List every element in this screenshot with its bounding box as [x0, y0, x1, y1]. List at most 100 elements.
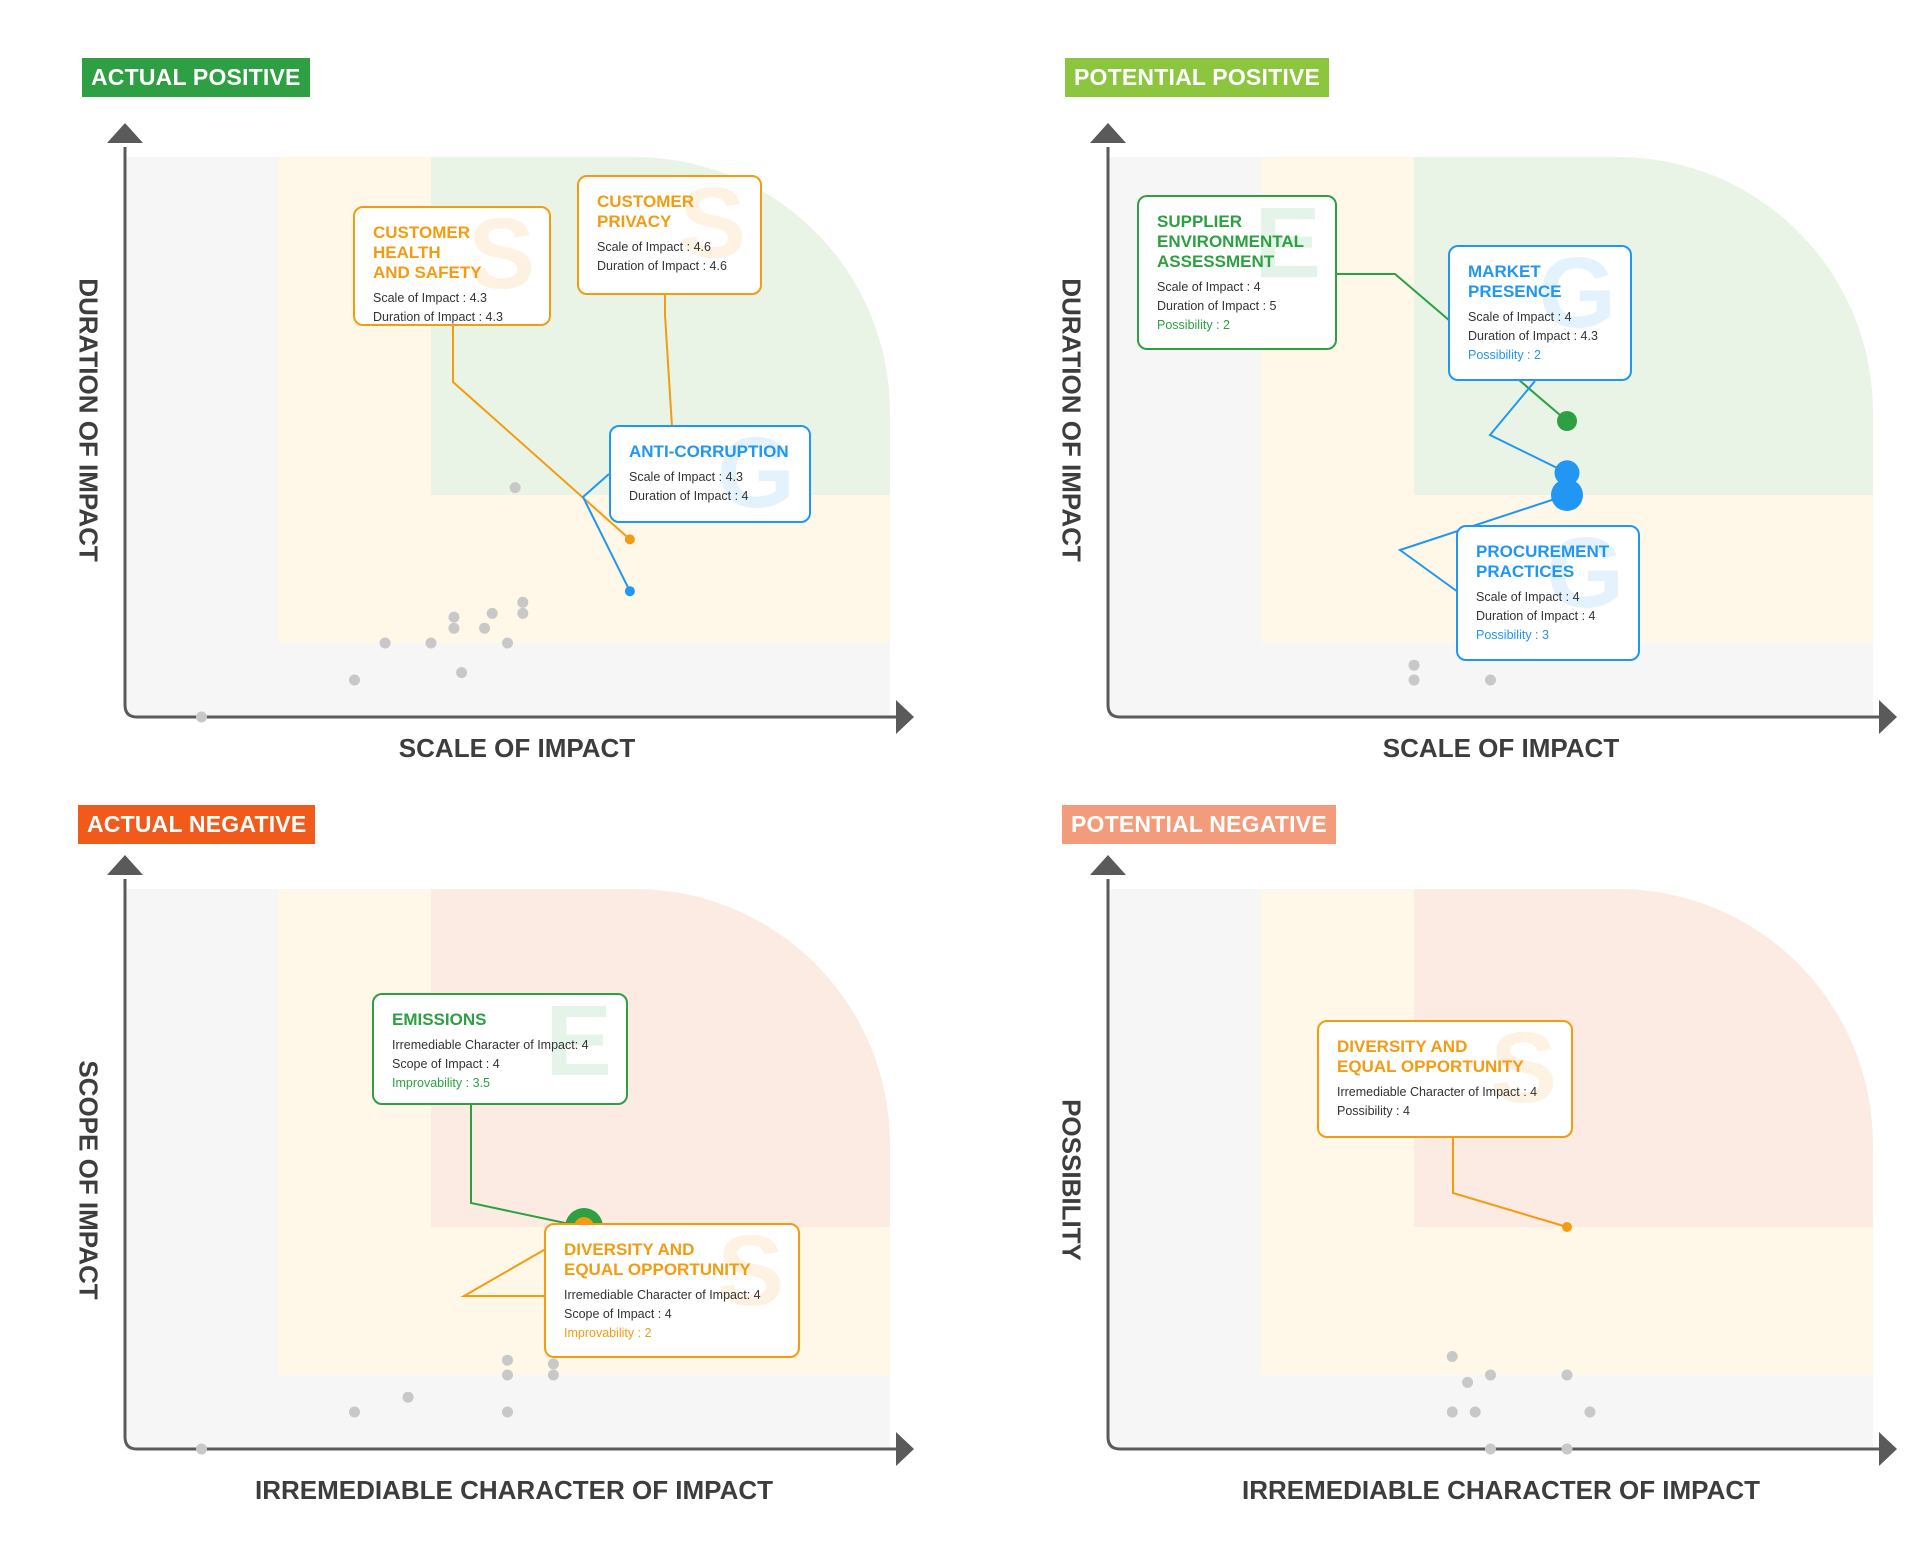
callout-title: EMISSIONS	[392, 1010, 487, 1029]
callout-leader	[470, 1105, 585, 1228]
x-axis-arrow	[1879, 1432, 1897, 1466]
callout-line: Scale of Impact : 4	[1157, 280, 1261, 294]
data-point	[502, 1369, 513, 1381]
y-axis-arrow	[1090, 123, 1126, 143]
chart-title-badge: ACTUAL NEGATIVE	[78, 805, 316, 844]
axis-line	[1106, 147, 1881, 719]
callout-line: Duration of Impact : 4.3	[1468, 329, 1598, 343]
x-axis-arrow	[1879, 700, 1897, 734]
data-point	[349, 674, 360, 686]
data-point	[1485, 674, 1496, 686]
chart-svg	[1090, 123, 1897, 734]
callout-line: Scope of Impact : 4	[392, 1057, 500, 1071]
y-axis-arrow	[1090, 855, 1126, 875]
category-watermark: G	[717, 425, 795, 523]
chart-svg	[107, 123, 914, 734]
callout-line-highlight: Possibility : 3	[1476, 628, 1549, 642]
zone-high	[1414, 889, 1873, 1227]
data-point	[502, 637, 513, 649]
callout-line: Scale of Impact : 4	[1476, 590, 1580, 604]
callout-line: Duration of Impact : 4	[629, 489, 749, 503]
highlight-point	[624, 586, 635, 597]
chart-potential-negative: POTENTIAL NEGATIVE POSSIBILITY IRREMEDIA…	[961, 780, 1921, 1560]
y-axis-label: POSSIBILITY	[1056, 1099, 1087, 1261]
category-watermark: S	[679, 175, 746, 279]
y-axis-label: DURATION OF IMPACT	[1056, 278, 1087, 562]
data-point	[517, 607, 529, 619]
data-point	[486, 607, 498, 619]
data-point	[502, 1354, 513, 1366]
callout-leader	[452, 326, 631, 541]
x-axis-label: IRREMEDIABLE CHARACTER OF IMPACT	[254, 1475, 774, 1505]
data-point	[425, 637, 437, 649]
data-point	[196, 711, 207, 723]
highlight-point	[1551, 479, 1583, 511]
chart-title-badge: POTENTIAL POSITIVE	[1065, 58, 1329, 97]
zone-corner-mask	[1618, 155, 1875, 412]
callout-customer-privacy[interactable]: S CUSTOMER PRIVACY Scale of Impact : 4.6…	[577, 175, 762, 295]
callout-supplier-environmental-assessment[interactable]: E SUPPLIER ENVIRONMENTAL ASSESSMENT Scal…	[1137, 195, 1337, 350]
callout-line-highlight: Improvability : 3.5	[392, 1076, 490, 1090]
category-watermark: S	[1490, 1020, 1557, 1124]
callout-line: Duration of Impact : 4	[1476, 609, 1596, 623]
data-point	[379, 637, 391, 649]
callout-leader	[1488, 380, 1568, 474]
category-watermark: G	[1546, 525, 1624, 629]
callout-leader	[1452, 1138, 1568, 1228]
callout-line-highlight: Improvability : 2	[564, 1326, 652, 1340]
axis-line	[1106, 879, 1881, 1451]
zone-high	[1414, 157, 1873, 495]
data-point	[479, 622, 491, 634]
callout-anti-corruption[interactable]: G ANTI-CORRUPTION Scale of Impact : 4.3 …	[609, 425, 811, 523]
data-point	[1408, 659, 1420, 671]
callout-diversity-and-equal-opportunity[interactable]: S DIVERSITY AND EQUAL OPPORTUNITY Irreme…	[544, 1223, 800, 1358]
chart-actual-positive: ACTUAL POSITIVE DURATION OF IMPACT SCALE…	[0, 0, 960, 780]
callout-title: CUSTOMER HEALTH AND SAFETY	[373, 223, 482, 282]
y-axis-arrow	[107, 855, 143, 875]
chart-potential-positive: POTENTIAL POSITIVE DURATION OF IMPACT SC…	[961, 0, 1921, 780]
callout-title: ANTI-CORRUPTION	[629, 442, 789, 461]
callout-line: Scale of Impact : 4.3	[373, 291, 487, 305]
callout-title: DIVERSITY AND EQUAL OPPORTUNITY	[564, 1240, 751, 1279]
highlight-point	[1557, 411, 1577, 431]
callout-emissions[interactable]: E EMISSIONS Irremediable Character of Im…	[372, 993, 628, 1105]
data-point	[448, 611, 460, 623]
callout-line: Possibility : 4	[1337, 1104, 1410, 1118]
callout-customer-health-and-safety[interactable]: S CUSTOMER HEALTH AND SAFETY Scale of Im…	[353, 206, 551, 326]
axis-line	[123, 879, 898, 1451]
callout-line: Scale of Impact : 4.3	[629, 470, 743, 484]
zone-high	[431, 889, 890, 1227]
data-point	[509, 482, 521, 494]
callout-line: Irremediable Character of Impact: 4	[392, 1038, 589, 1052]
data-point	[1462, 1376, 1474, 1388]
x-axis-arrow	[896, 700, 914, 734]
callout-leader	[581, 473, 631, 592]
callout-market-presence[interactable]: G MARKET PRESENCE Scale of Impact : 4 Du…	[1448, 245, 1632, 381]
callout-title: CUSTOMER PRIVACY	[597, 192, 694, 231]
x-axis-arrow	[896, 1432, 914, 1466]
data-point	[349, 1406, 360, 1418]
data-point	[1469, 1406, 1481, 1418]
axis-line	[123, 147, 898, 719]
y-axis-arrow	[107, 123, 143, 143]
callout-procurement-practices[interactable]: G PROCUREMENT PRACTICES Scale of Impact …	[1456, 525, 1640, 661]
callout-diversity-and-equal-opportunity[interactable]: S DIVERSITY AND EQUAL OPPORTUNITY Irreme…	[1317, 1020, 1573, 1138]
x-axis-label: IRREMEDIABLE CHARACTER OF IMPACT	[1241, 1475, 1761, 1505]
highlight-point	[624, 534, 635, 545]
chart-title-badge: ACTUAL POSITIVE	[82, 58, 310, 97]
category-watermark: S	[717, 1223, 784, 1327]
callout-line: Irremediable Character of Impact : 4	[1337, 1085, 1538, 1099]
data-point	[502, 1406, 513, 1418]
data-point	[448, 622, 460, 634]
data-point	[1584, 1406, 1596, 1418]
x-axis-label: SCALE OF IMPACT	[398, 733, 636, 763]
callout-title: DIVERSITY AND EQUAL OPPORTUNITY	[1337, 1037, 1524, 1076]
category-watermark: S	[468, 206, 535, 310]
callout-line: Duration of Impact : 4.6	[597, 259, 727, 273]
callout-line: Scale of Impact : 4	[1468, 310, 1572, 324]
category-watermark: E	[545, 993, 612, 1097]
data-point	[1408, 674, 1420, 686]
zone-corner-mask	[1618, 887, 1875, 1144]
chart-svg	[1090, 855, 1897, 1466]
callout-title: SUPPLIER ENVIRONMENTAL ASSESSMENT	[1157, 212, 1305, 271]
